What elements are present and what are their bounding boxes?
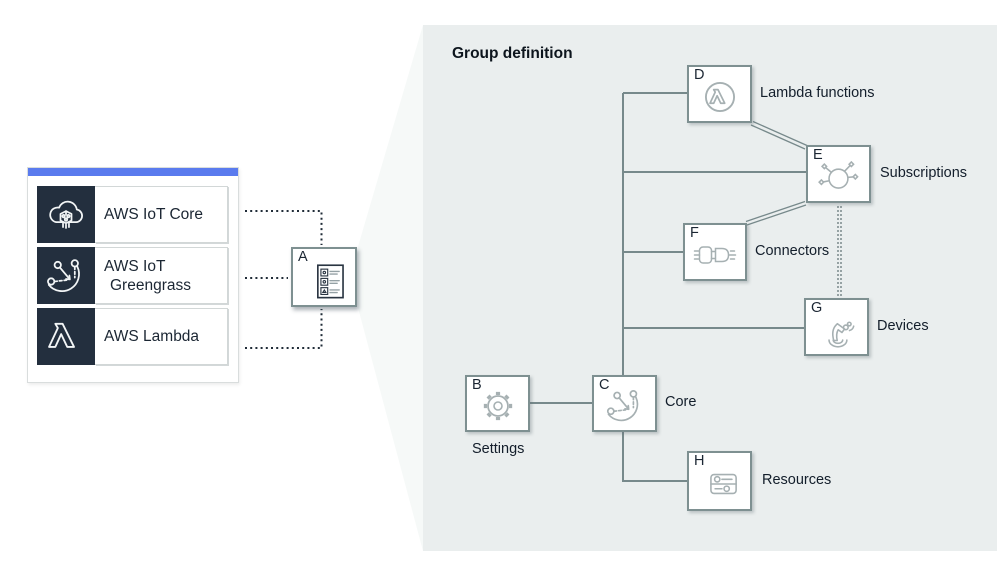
- node-group-overview: A: [291, 247, 357, 307]
- aws-iot-greengrass-icon: [37, 247, 95, 304]
- node-letter-f: F: [690, 225, 699, 241]
- node-resources: H: [687, 451, 752, 511]
- node-lambda-functions: D: [687, 65, 752, 123]
- greengrass-core-icon: [606, 389, 638, 421]
- node-label-connectors: Connectors: [755, 243, 830, 259]
- aws-iot-core-icon: [37, 186, 95, 243]
- node-letter-h: H: [694, 453, 705, 469]
- node-label-settings: Settings: [472, 441, 525, 457]
- node-connectors: F: [683, 223, 747, 281]
- node-label-lambda-functions: Lambda functions: [760, 85, 875, 101]
- plug-icon: [693, 246, 737, 264]
- hub-icon: [817, 160, 859, 189]
- node-subscriptions: E: [806, 145, 871, 203]
- group-list-icon: [317, 264, 344, 299]
- service-label-line1: AWS IoT Core: [104, 206, 204, 223]
- node-letter-a: A: [298, 249, 308, 265]
- service-label-line1: AWS IoT: [104, 257, 166, 275]
- panel-accent-bar: [28, 168, 238, 176]
- node-core: C: [592, 375, 657, 432]
- node-letter-b: B: [472, 377, 482, 393]
- group-definition-title: Group definition: [452, 45, 573, 62]
- service-label-aws-lambda: AWS Lambda: [95, 308, 228, 365]
- service-item-aws-lambda: AWS Lambda: [37, 308, 228, 365]
- aws-lambda-icon: [37, 308, 95, 365]
- service-label-aws-iot-core: AWS IoT Core: [95, 186, 228, 243]
- node-label-subscriptions: Subscriptions: [880, 165, 968, 181]
- robot-arm-icon: [827, 321, 854, 348]
- node-label-resources: Resources: [762, 472, 832, 488]
- node-letter-e: E: [813, 147, 823, 163]
- sliders-icon: [709, 473, 737, 495]
- node-label-core: Core: [665, 394, 697, 410]
- node-letter-c: C: [599, 377, 610, 393]
- node-label-devices: Devices: [877, 318, 929, 334]
- node-devices: G: [804, 298, 869, 356]
- lambda-circle-icon: [704, 81, 735, 112]
- node-letter-d: D: [694, 67, 705, 83]
- gear-icon: [483, 391, 512, 421]
- service-item-aws-iot-core: AWS IoT Core: [37, 186, 228, 243]
- service-label-line2: Greengrass: [110, 276, 191, 294]
- node-letter-g: G: [811, 300, 823, 316]
- node-settings: B: [465, 375, 530, 432]
- service-label-line1: AWS Lambda: [104, 328, 200, 345]
